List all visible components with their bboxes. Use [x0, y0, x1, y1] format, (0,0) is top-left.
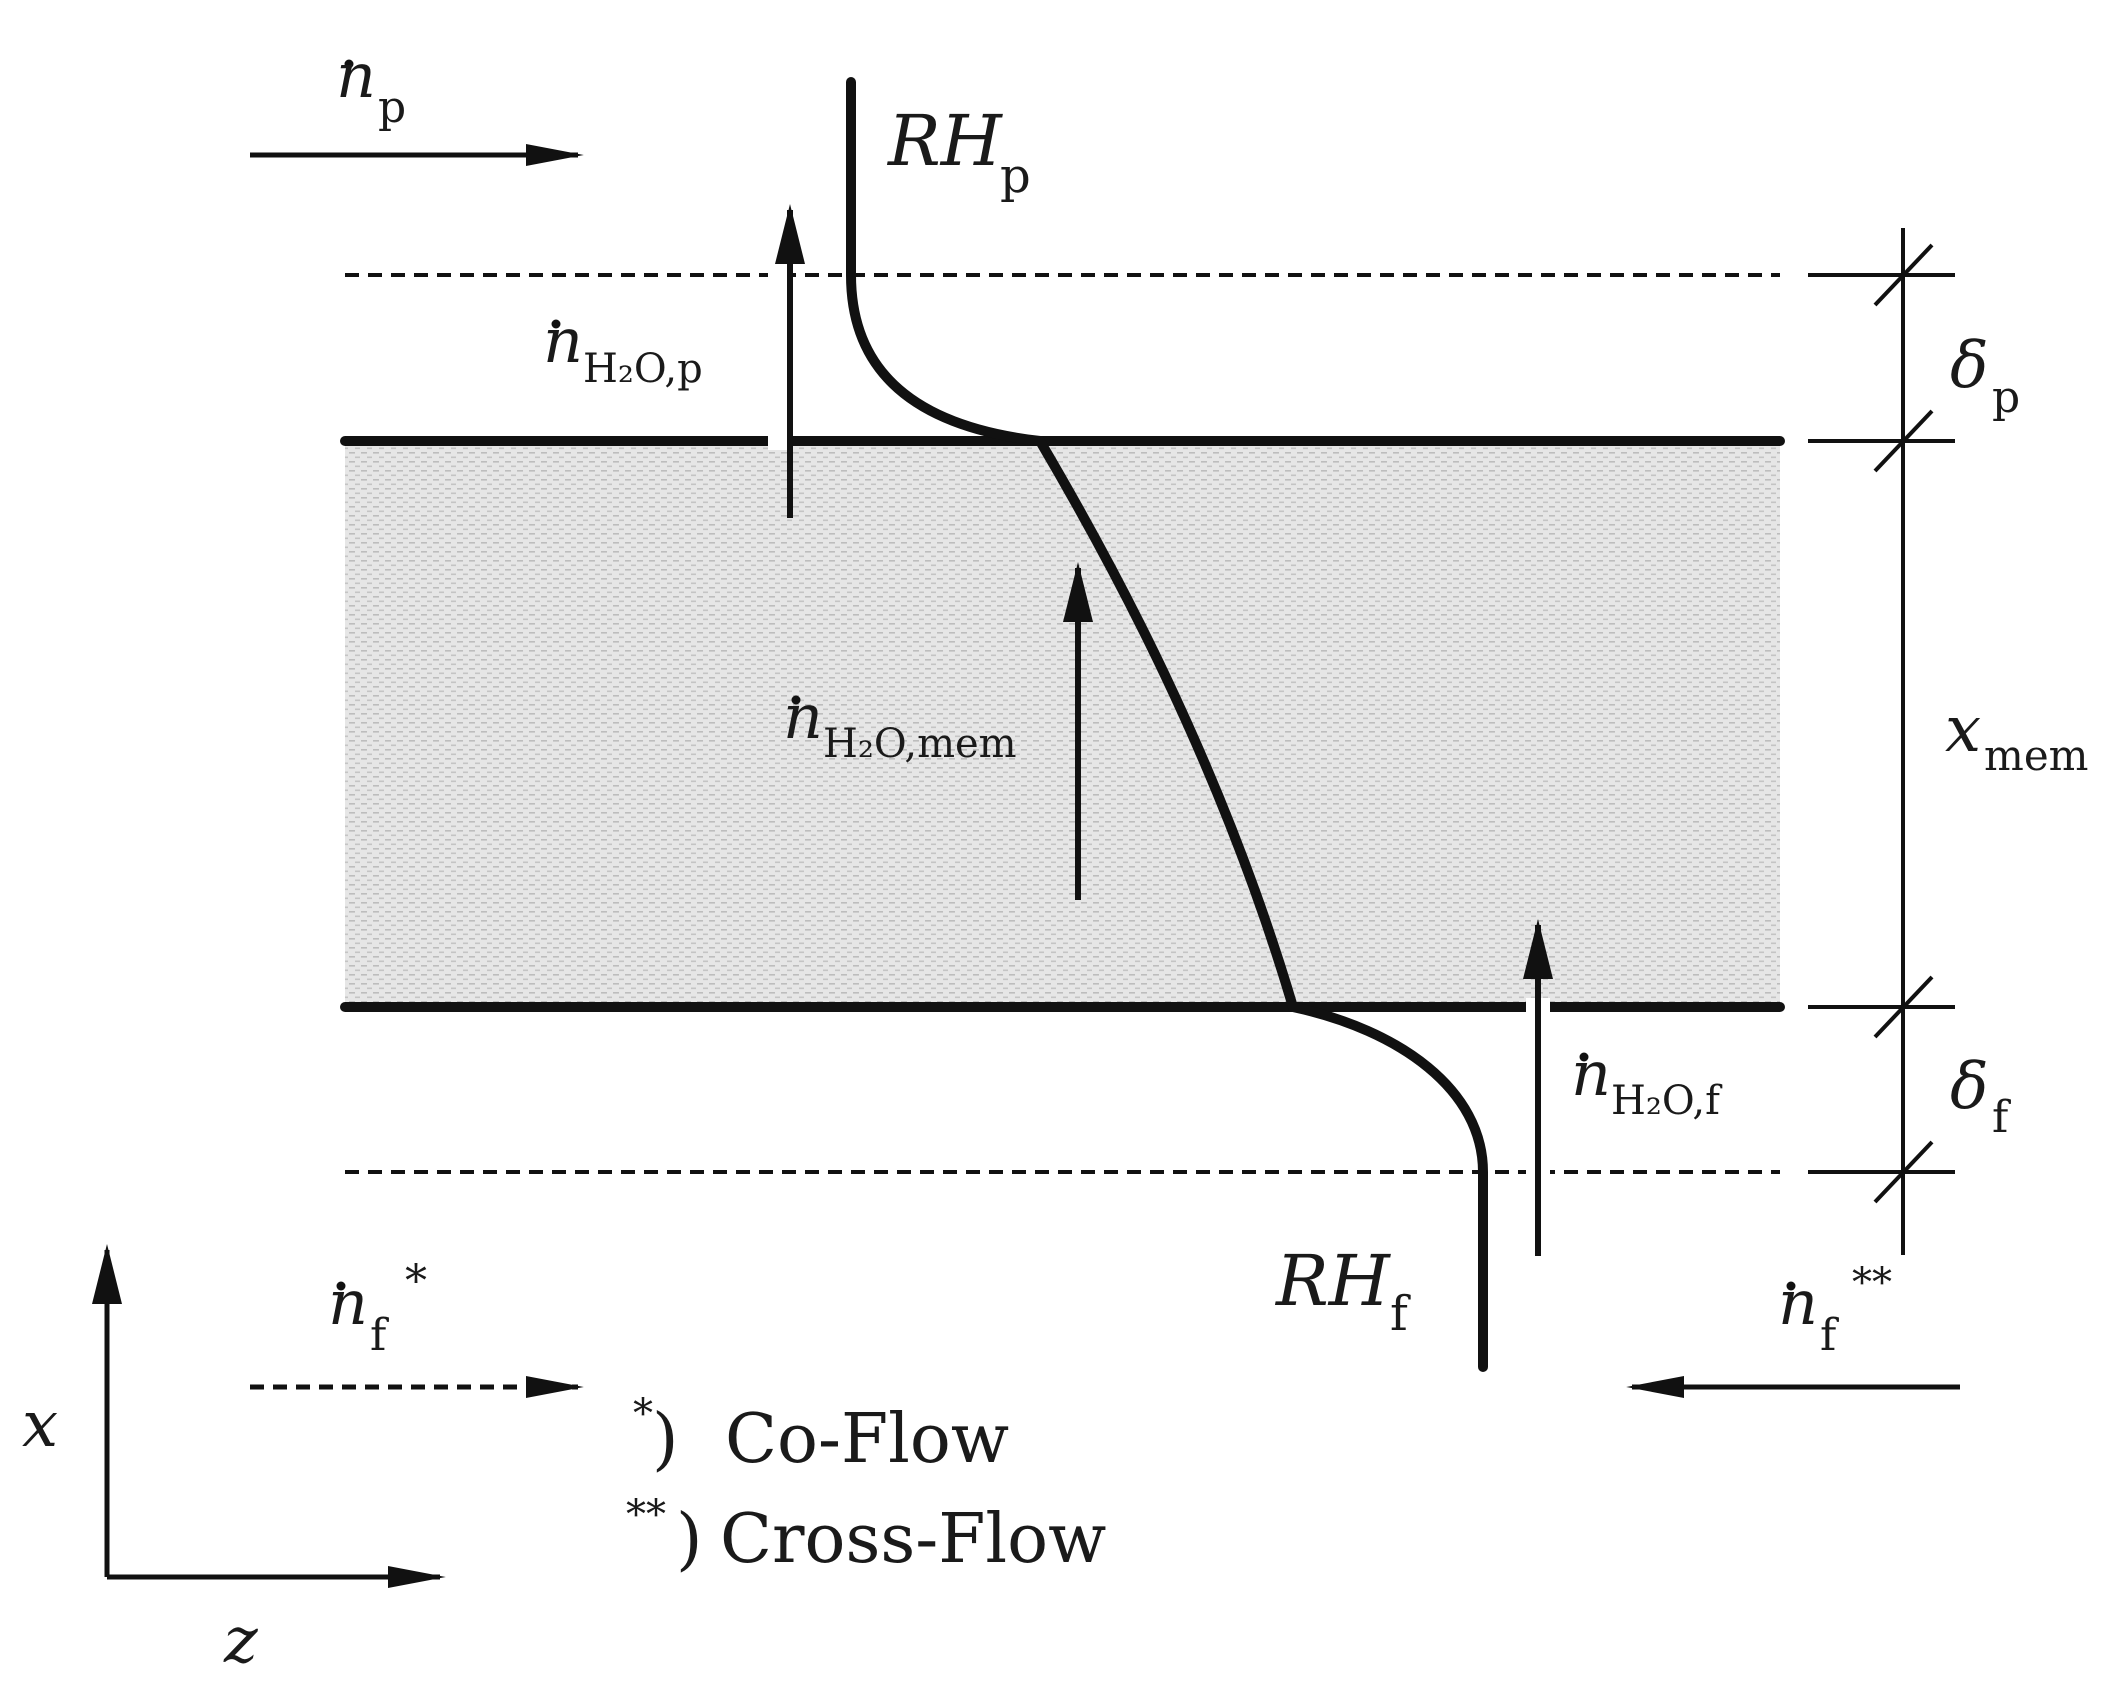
- svg-text:H₂O,mem: H₂O,mem: [823, 721, 1017, 767]
- axis-z-label: z: [223, 1604, 259, 1678]
- svg-text:Cross-Flow: Cross-Flow: [720, 1500, 1106, 1579]
- delta-feed-label: δ f: [1950, 1050, 2011, 1143]
- svg-text:δ: δ: [1950, 329, 1989, 403]
- svg-text:*: *: [405, 1256, 427, 1307]
- svg-text:p: p: [1992, 372, 2020, 423]
- svg-text:p: p: [1000, 148, 1031, 204]
- svg-text:): ): [652, 1400, 679, 1479]
- legend-crossflow: ** ) Cross-Flow: [626, 1492, 1106, 1579]
- membrane-layer: [345, 441, 1780, 1007]
- relative-humidity-profile: [846, 77, 1488, 1372]
- svg-text:f: f: [370, 1310, 389, 1361]
- svg-text:*: *: [633, 1391, 653, 1437]
- svg-text:H₂O,p: H₂O,p: [583, 346, 703, 392]
- svg-text:**: **: [626, 1492, 666, 1538]
- svg-text:n: n: [783, 680, 823, 753]
- svg-text:n: n: [1778, 1266, 1818, 1339]
- water-flux-membrane-label: n H₂O,mem: [783, 680, 1017, 767]
- svg-text:n: n: [328, 1266, 368, 1339]
- svg-text:Co-Flow: Co-Flow: [725, 1400, 1009, 1479]
- feed-coflow-label: n f *: [328, 1256, 427, 1361]
- svg-text:x: x: [1945, 693, 1981, 767]
- svg-text:mem: mem: [1984, 731, 2089, 780]
- svg-text:**: **: [1852, 1260, 1892, 1306]
- water-flux-permeate-label: n H₂O,p: [543, 304, 703, 392]
- svg-text:f: f: [1390, 1286, 1411, 1342]
- svg-text:n: n: [336, 39, 376, 112]
- svg-text:H₂O,f: H₂O,f: [1611, 1078, 1723, 1124]
- svg-text:f: f: [1992, 1092, 2011, 1143]
- svg-text:f: f: [1820, 1310, 1839, 1361]
- axis-x-label: x: [22, 1388, 58, 1462]
- membrane-thickness-label: x mem: [1945, 693, 2089, 780]
- svg-text:): ): [676, 1500, 703, 1579]
- rh-permeate-label: RH p: [886, 100, 1031, 204]
- svg-text:RH: RH: [886, 100, 1004, 182]
- water-flux-feed-label: n H₂O,f: [1571, 1037, 1723, 1124]
- delta-permeate-label: δ p: [1950, 329, 2020, 423]
- svg-text:n: n: [1571, 1037, 1611, 1110]
- svg-text:δ: δ: [1950, 1050, 1989, 1124]
- dimension-ticks: [1808, 243, 1955, 1204]
- feed-crossflow-label: n f **: [1778, 1260, 1892, 1361]
- permeate-flow-label: n p: [336, 39, 406, 133]
- svg-text:p: p: [378, 82, 406, 133]
- svg-text:n: n: [543, 304, 583, 377]
- rh-feed-label: RH f: [1274, 1240, 1411, 1342]
- legend-coflow: * ) Co-Flow: [633, 1391, 1009, 1479]
- svg-text:RH: RH: [1274, 1240, 1392, 1322]
